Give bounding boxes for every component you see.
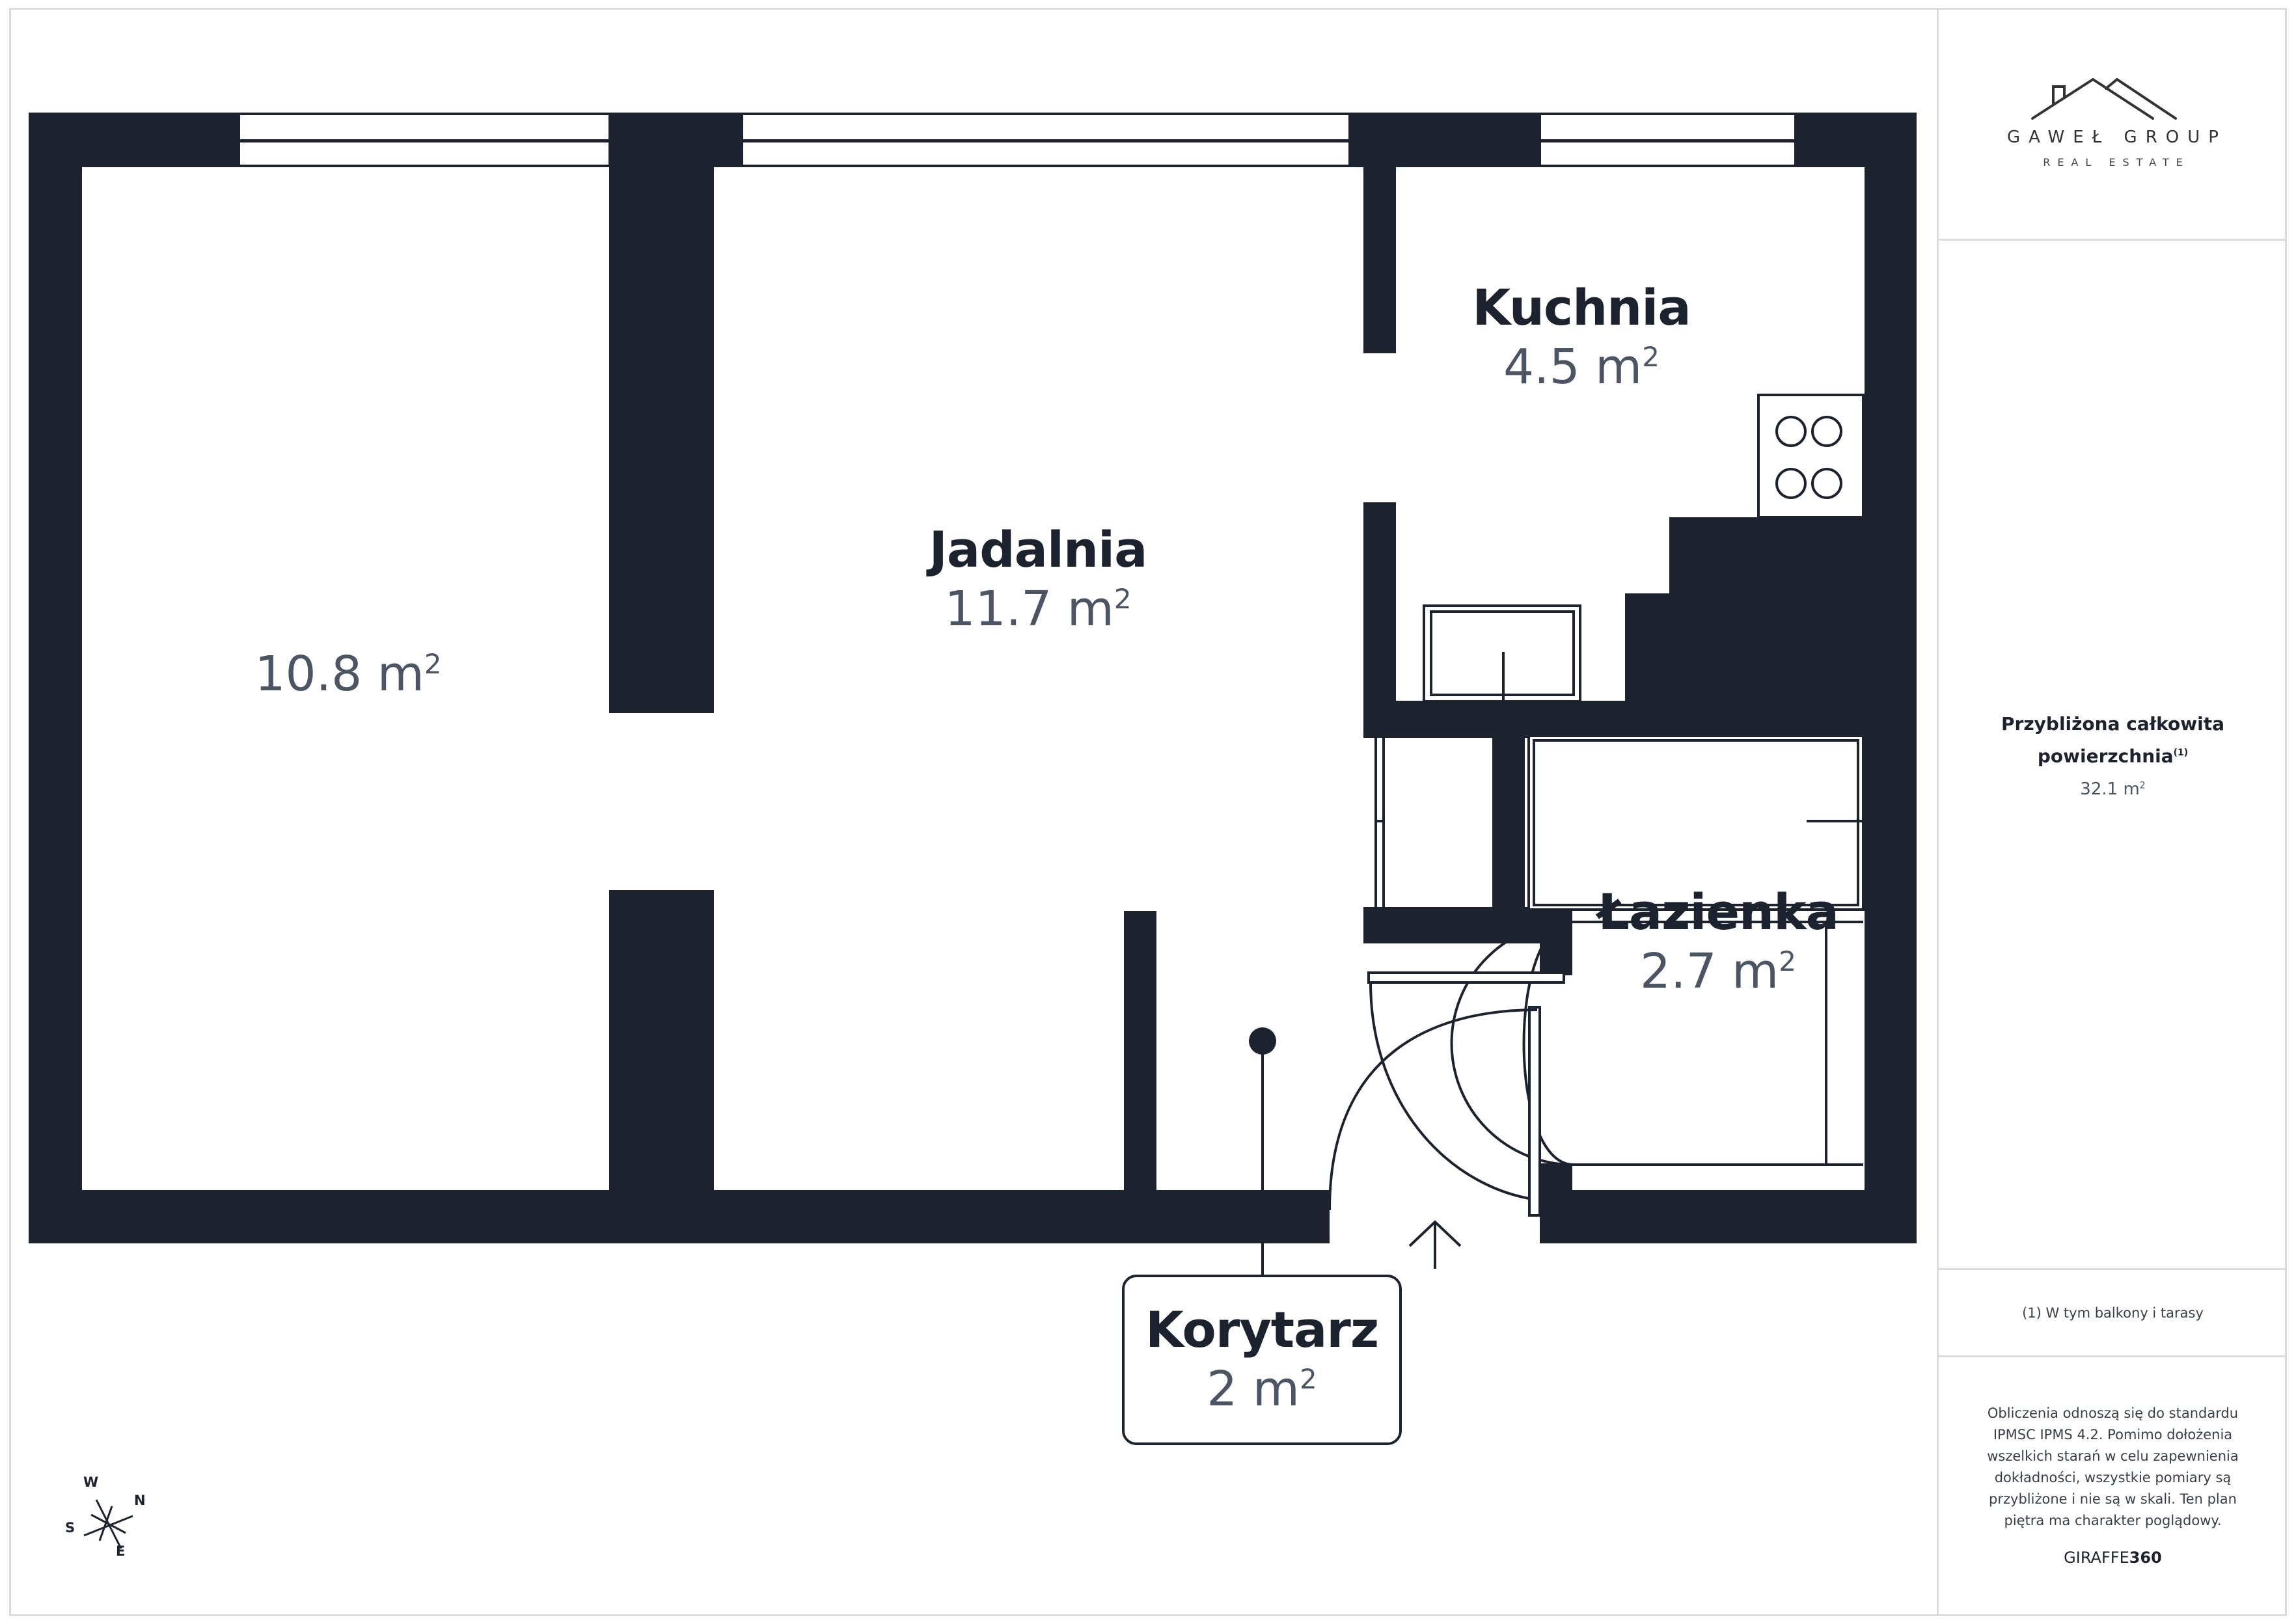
page-frame <box>9 8 2287 1616</box>
room-label-jadalnia: Jadalnia 11.7 m2 <box>929 521 1148 637</box>
stove-icon <box>1757 394 1865 519</box>
room-label-lazienka: Łazienka 2.7 m2 <box>1598 883 1839 999</box>
disclaimer-section: Obliczenia odnoszą się do standardu IPMS… <box>1939 1357 2287 1612</box>
compass-e: E <box>116 1543 126 1559</box>
disclaimer-text: Obliczenia odnoszą się do standardu IPMS… <box>1987 1405 2239 1528</box>
logo-subtitle: REAL ESTATE <box>2043 156 2190 169</box>
room-label-korytarz: Korytarz 2 m2 <box>1122 1275 1402 1445</box>
wardrobe-doors <box>1374 737 1385 907</box>
house-roof-icon <box>2031 77 2177 120</box>
room-name: Korytarz <box>1145 1301 1379 1359</box>
footnote-text: (1) W tym balkony i tarasy <box>2022 1305 2204 1321</box>
footnote-section: (1) W tym balkony i tarasy <box>1939 1270 2287 1357</box>
entrance-door <box>1328 1006 1541 1217</box>
entrance-arrow-icon <box>1408 1220 1462 1269</box>
bathtub-icon <box>1527 735 1865 911</box>
room-name: Jadalnia <box>929 521 1148 578</box>
total-area-title: Przybliżona całkowita powierzchnia(1) <box>2001 712 2224 767</box>
compass-s: S <box>65 1520 75 1536</box>
room-label-left: 10.8 m2 <box>254 646 442 702</box>
room-label-kuchnia: Kuchnia 4.5 m2 <box>1472 278 1691 395</box>
bathroom-door <box>1367 971 1565 1202</box>
logo-section: GAWEŁ GROUP REAL ESTATE <box>1939 8 2287 241</box>
room-name: Łazienka <box>1598 883 1839 941</box>
provider-logo: GIRAFFE360 <box>2064 1549 2162 1567</box>
toilet-icon <box>1450 921 1863 1166</box>
compass-n: N <box>134 1493 146 1508</box>
room-name: Kuchnia <box>1472 278 1691 336</box>
sink-icon <box>1423 604 1581 703</box>
korytarz-pin-icon <box>1249 1027 1276 1275</box>
info-panel: GAWEŁ GROUP REAL ESTATE Przybliżona całk… <box>1937 8 2287 1616</box>
compass-icon <box>83 1499 133 1549</box>
logo-name: GAWEŁ GROUP <box>2007 128 2227 147</box>
compass-w: W <box>83 1474 99 1490</box>
total-area-value: 32.1 m2 <box>2080 779 2146 800</box>
walls <box>29 113 1917 1243</box>
total-area-section: Przybliżona całkowita powierzchnia(1) 32… <box>1939 241 2287 1270</box>
compass: W N S E <box>59 1470 163 1568</box>
